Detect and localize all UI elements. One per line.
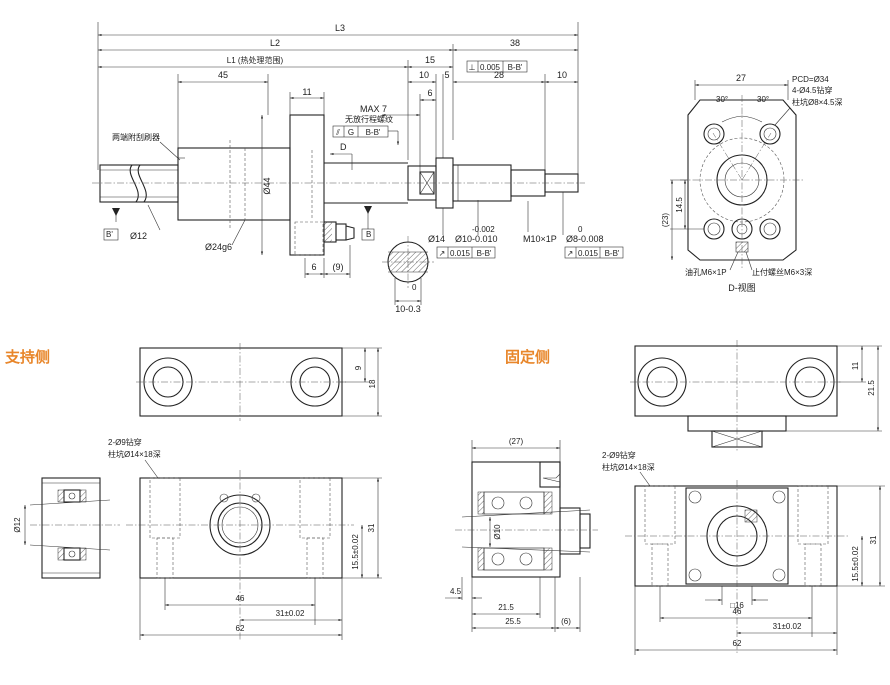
fixed-dim-6-paren: (6) bbox=[561, 617, 571, 626]
runout1-symbol: ↗ bbox=[439, 249, 446, 258]
dim-d44: Ø44 bbox=[262, 177, 272, 194]
dim-L3: L3 bbox=[335, 23, 345, 33]
fixed-dim-sq16: □16 bbox=[730, 601, 744, 610]
dview-set-screw: 止付螺丝M6×3深 bbox=[752, 267, 812, 277]
fixed-dim-11: 11 bbox=[851, 361, 860, 370]
tol-perp-ref: B-B' bbox=[508, 63, 523, 72]
key-tol-upper: 0 bbox=[412, 283, 417, 292]
fixed-side: 固定侧 11 21.5 (27) bbox=[445, 340, 885, 655]
fixed-dim-27-paren: (27) bbox=[509, 437, 524, 446]
dim-d8-tol: Ø8-0.008 bbox=[566, 234, 604, 244]
dim-9-paren: (9) bbox=[333, 262, 344, 272]
dim-6a: 6 bbox=[427, 88, 432, 98]
fixed-cbore: 柱坑Ø14×18深 bbox=[602, 462, 655, 472]
fixed-dim-15-5: 15.5±0.02 bbox=[851, 546, 860, 582]
view-d-label: D bbox=[340, 142, 347, 152]
dview-angle-right: 30° bbox=[757, 95, 769, 104]
runout2-symbol: ↗ bbox=[567, 249, 574, 258]
dview-dim-14-5: 14.5 bbox=[675, 197, 684, 213]
fixed-dim-4-5: 4.5 bbox=[450, 587, 462, 596]
dview-cbore: 柱坑Ø8×4.5深 bbox=[792, 97, 842, 107]
dim-6b: 6 bbox=[311, 262, 316, 272]
dim-d14: Ø14 bbox=[428, 234, 445, 244]
fixed-dim-31: 31 bbox=[869, 535, 878, 544]
support-holes: 2-Ø9钻穿 bbox=[108, 437, 142, 447]
fixed-dim-46: 46 bbox=[733, 607, 742, 616]
parallel-symbol: ⫽ bbox=[335, 128, 340, 137]
dim-5: 5 bbox=[444, 70, 449, 80]
thread-m10: M10×1P bbox=[523, 234, 557, 244]
runout1-ref: B-B' bbox=[477, 249, 492, 258]
dim-L1: L1 (热处理范围) bbox=[227, 55, 284, 65]
runout1-value: 0.015 bbox=[450, 249, 471, 258]
support-dim-31-tol: 31±0.02 bbox=[276, 609, 305, 618]
tol-zero: 0 bbox=[578, 225, 583, 234]
dim-d24g6: Ø24g6 bbox=[205, 242, 232, 252]
tol-g-label: G bbox=[348, 128, 354, 137]
fixed-title: 固定侧 bbox=[505, 348, 550, 366]
dview-pcd: PCD=Ø34 bbox=[792, 75, 829, 84]
fixed-holes: 2-Ø9钻穿 bbox=[602, 450, 636, 460]
dview-dim-27: 27 bbox=[736, 73, 746, 83]
dview-dim-23: (23) bbox=[661, 213, 670, 228]
support-dim-15-5: 15.5±0.02 bbox=[351, 534, 360, 570]
dim-15: 15 bbox=[425, 55, 435, 65]
runout2-ref: B-B' bbox=[605, 249, 620, 258]
support-dim-18: 18 bbox=[368, 379, 377, 388]
fixed-dim-21-5b: 21.5 bbox=[498, 603, 514, 612]
fixed-dim-21-5: 21.5 bbox=[867, 380, 876, 396]
fixed-dim-62: 62 bbox=[733, 639, 742, 648]
dim-28: 28 bbox=[494, 70, 504, 80]
tol-neg: -0.002 bbox=[472, 225, 495, 234]
support-side: 支持侧 9 18 Ø12 2-Ø9钻穿 柱坑Ø14×18深 bbox=[4, 343, 382, 640]
support-dim-9: 9 bbox=[354, 365, 363, 370]
dim-10a: 10 bbox=[419, 70, 429, 80]
dim-d10-tol: Ø10-0.010 bbox=[455, 234, 498, 244]
fixed-dim-d10: Ø10 bbox=[493, 524, 502, 540]
support-dim-d12: Ø12 bbox=[13, 517, 22, 533]
no-thread-label: 无放行程螺纹 bbox=[345, 114, 393, 124]
tol-perp-value: 0.005 bbox=[480, 63, 501, 72]
scraper-label: 两端附刮刷器 bbox=[112, 132, 160, 142]
dim-45: 45 bbox=[218, 70, 228, 80]
runout2-value: 0.015 bbox=[578, 249, 599, 258]
fixed-dim-31-tol: 31±0.02 bbox=[773, 622, 802, 631]
dim-d12: Ø12 bbox=[130, 231, 147, 241]
tol-perp-symbol: ⊥ bbox=[469, 63, 476, 72]
d-view: 27 PCD=Ø34 4-Ø4.5钻穿 柱坑Ø8×4.5深 30° 30° 14… bbox=[661, 73, 842, 293]
dim-11: 11 bbox=[302, 87, 311, 97]
dim-L2: L2 bbox=[270, 38, 280, 48]
dview-holes: 4-Ø4.5钻穿 bbox=[792, 85, 832, 95]
datum-b: B bbox=[366, 230, 371, 239]
support-cbore: 柱坑Ø14×18深 bbox=[108, 449, 161, 459]
max7-label: MAX 7 bbox=[360, 104, 387, 114]
dview-title: D-视图 bbox=[728, 282, 756, 293]
dview-oil-hole: 油孔M6×1P bbox=[685, 267, 727, 277]
dim-10b: 10 bbox=[557, 70, 567, 80]
support-title: 支持侧 bbox=[4, 348, 50, 366]
fixed-dim-25-5: 25.5 bbox=[505, 617, 521, 626]
tol-g-ref: B-B' bbox=[366, 128, 381, 137]
key-width: 10-0.3 bbox=[395, 304, 421, 314]
support-dim-31: 31 bbox=[367, 523, 376, 532]
shaft-view: L3 L2 38 L1 (热处理范围) 15 ⊥ 0.005 B-B' 45 1… bbox=[92, 22, 624, 314]
dim-38: 38 bbox=[510, 38, 520, 48]
support-dim-62: 62 bbox=[236, 624, 245, 633]
support-dim-46: 46 bbox=[236, 594, 245, 603]
datum-b-prime: B' bbox=[106, 230, 113, 239]
dview-angle-left: 30° bbox=[716, 95, 728, 104]
